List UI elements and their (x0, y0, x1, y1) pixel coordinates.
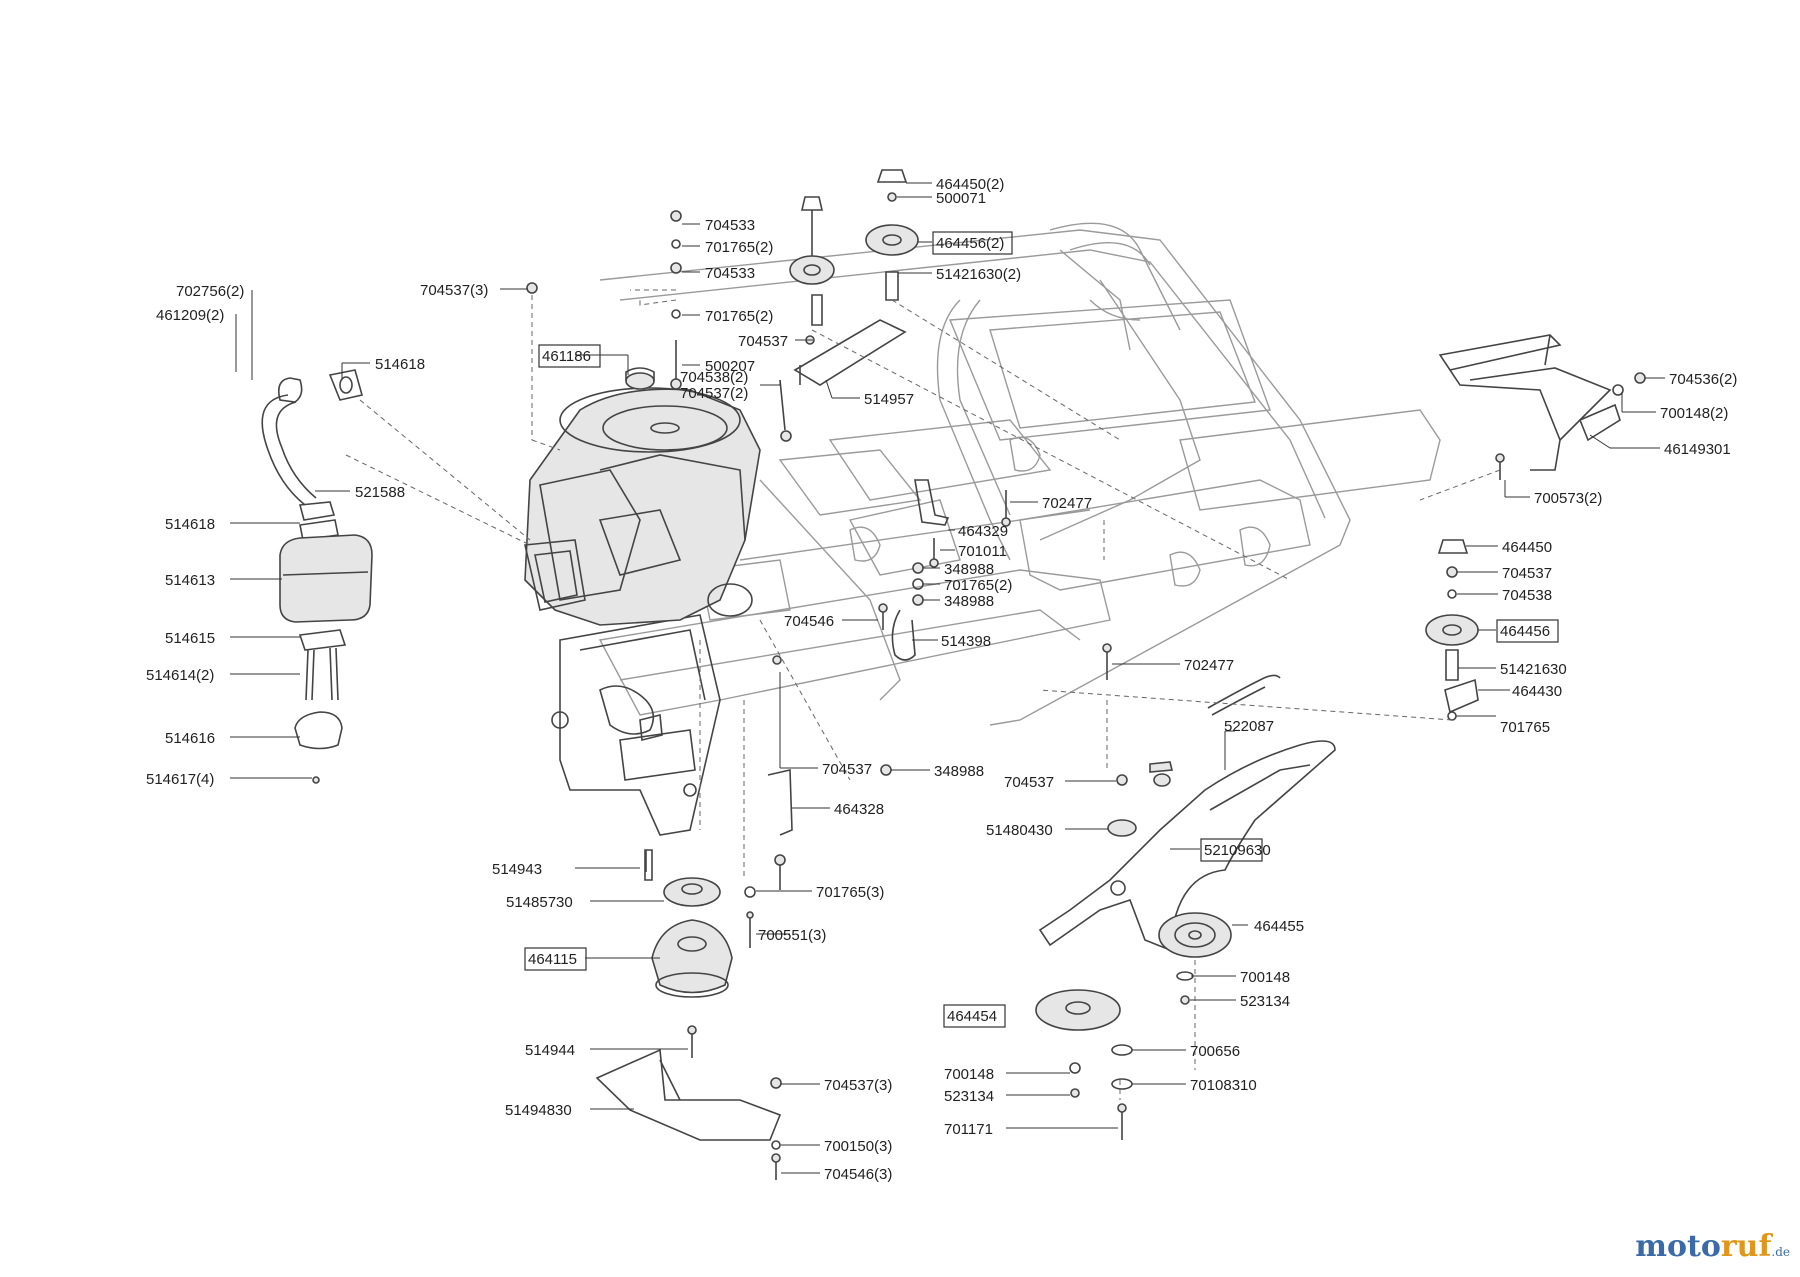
part-label: 514398 (941, 633, 991, 650)
part-label: 701011 (958, 543, 1007, 560)
part-label: 464454 (947, 1008, 997, 1025)
part-label: 514944 (525, 1042, 575, 1059)
part-label: 704538 (1502, 587, 1552, 604)
exhaust-assembly (261, 369, 373, 784)
part-label: 523134 (944, 1088, 994, 1105)
part-label: 704537 (1004, 774, 1054, 791)
clutch-group (595, 655, 892, 1180)
part-label: 704537 (738, 333, 788, 350)
part-label: 522087 (1224, 718, 1274, 735)
upper-pulleys (526, 169, 919, 442)
central-brackets (878, 479, 1112, 680)
part-label: 700148 (944, 1066, 994, 1083)
part-label: 701765(2) (944, 577, 1012, 594)
reference-lines (345, 289, 1501, 1100)
part-label: 500207 (705, 358, 755, 375)
part-label: 464430 (1512, 683, 1562, 700)
brand-suffix: .de (1771, 1245, 1790, 1259)
part-label: 704537 (822, 761, 872, 778)
part-label: 704537(2) (680, 385, 748, 402)
part-label: 51421630(2) (936, 266, 1021, 283)
idler-arm-group (1035, 674, 1336, 1140)
part-label: 700150(3) (824, 1138, 892, 1155)
part-label: 704537 (1502, 565, 1552, 582)
chassis-frame (598, 222, 1441, 726)
part-label: 514943 (492, 861, 542, 878)
part-label: 348988 (944, 561, 994, 578)
part-label: 700551(3) (758, 927, 826, 944)
part-label: 704546(3) (824, 1166, 892, 1183)
part-label: 700148(2) (1660, 405, 1728, 422)
part-label: 500071 (936, 190, 986, 207)
part-label: 702756(2) (176, 283, 244, 300)
label-box (932, 231, 1013, 255)
label-box (943, 1004, 1006, 1028)
part-label: 51421630 (1500, 661, 1567, 678)
part-label: 514615 (165, 630, 215, 647)
engine (524, 367, 761, 626)
part-label: 514613 (165, 572, 215, 589)
part-label: 461209(2) (156, 307, 224, 324)
part-label: 704536(2) (1669, 371, 1737, 388)
label-box (538, 344, 601, 368)
part-label: 701765(3) (816, 884, 884, 901)
part-label: 704537(3) (420, 282, 488, 299)
boxed-part-frames (524, 231, 1559, 1028)
part-label: 464328 (834, 801, 884, 818)
part-label: 704537(3) (824, 1077, 892, 1094)
part-label: 464455 (1254, 918, 1304, 935)
engine-mount-plate (551, 614, 721, 836)
leader-lines (230, 182, 1665, 1174)
brand-name-b: ruf (1720, 1229, 1772, 1264)
part-label: 700656 (1190, 1043, 1240, 1060)
part-label: 521588 (355, 484, 405, 501)
part-label: 46149301 (1664, 441, 1731, 458)
part-label: 464115 (528, 951, 577, 968)
label-box (1496, 619, 1559, 643)
part-label: 514957 (864, 391, 914, 408)
part-label: 51494830 (505, 1102, 572, 1119)
part-label: 514616 (165, 730, 215, 747)
part-label: 704546 (784, 613, 834, 630)
part-label: 514618 (165, 516, 215, 533)
part-label: 700573(2) (1534, 490, 1602, 507)
part-label: 70108310 (1190, 1077, 1257, 1094)
part-label: 514617(4) (146, 771, 214, 788)
part-label: 700148 (1240, 969, 1290, 986)
part-label: 523134 (1240, 993, 1290, 1010)
part-label: 704538(2) (680, 369, 748, 386)
part-label: 51480430 (986, 822, 1053, 839)
part-label: 514618 (375, 356, 425, 373)
part-label: 464329 (958, 523, 1008, 540)
part-label: 702477 (1042, 495, 1092, 512)
label-box (1200, 838, 1263, 862)
part-label: 701765 (1500, 719, 1550, 736)
part-label: 464456(2) (936, 235, 1004, 252)
part-label: 702477 (1184, 657, 1234, 674)
part-label: 52109630 (1204, 842, 1271, 859)
part-label: 704533 (705, 265, 755, 282)
part-label: 514614(2) (146, 667, 214, 684)
rear-bracket (1438, 334, 1646, 480)
part-label: 704533 (705, 217, 755, 234)
part-label: 464450 (1502, 539, 1552, 556)
part-label: 461186 (542, 348, 591, 365)
part-label: 464450(2) (936, 176, 1004, 193)
part-label: 348988 (934, 763, 984, 780)
part-label: 464456 (1500, 623, 1550, 640)
right-pulley-group (1425, 539, 1479, 721)
part-label: 348988 (944, 593, 994, 610)
brand-logo: motoruf.de (1635, 1229, 1790, 1264)
label-box (524, 947, 587, 971)
part-labels: 704537(3) 702756(2) 461209(2) 514618 461… (146, 176, 1737, 1183)
brand-name-a: moto (1635, 1229, 1721, 1264)
part-label: 51485730 (506, 894, 573, 911)
part-label: 701765(2) (705, 308, 773, 325)
part-label: 701765(2) (705, 239, 773, 256)
part-label: 701171 (944, 1121, 993, 1138)
